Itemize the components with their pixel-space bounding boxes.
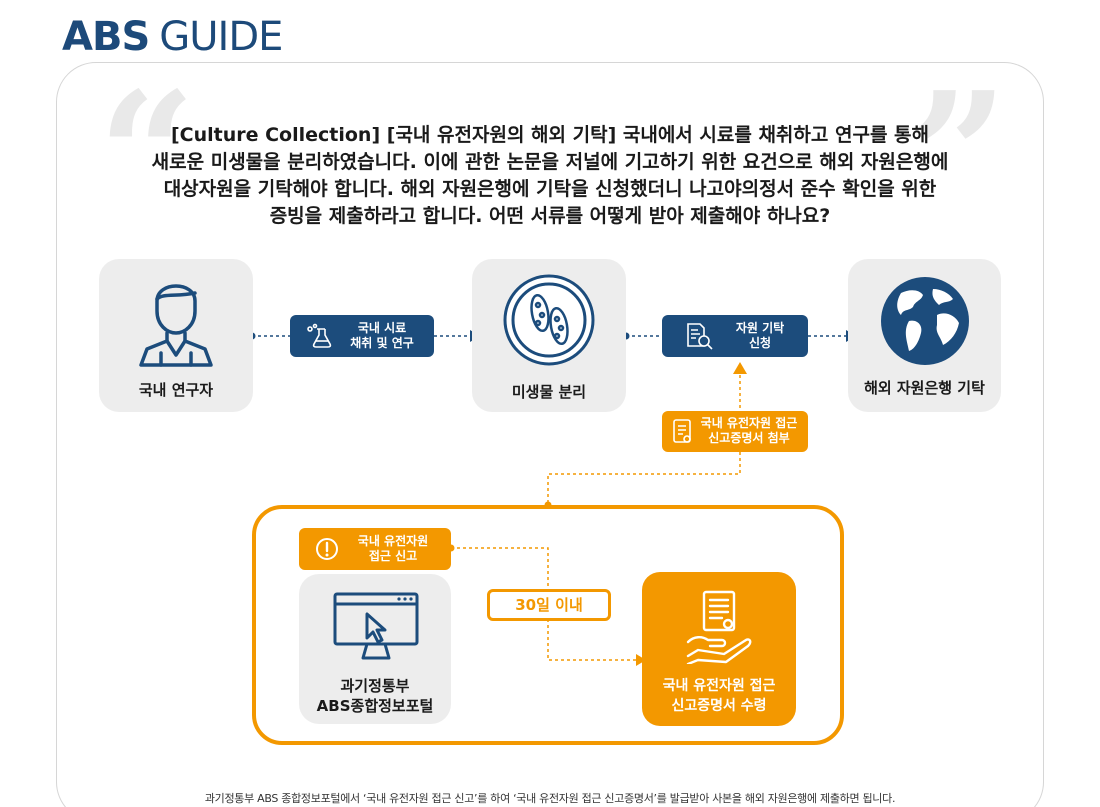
portal-box: 과기정통부 ABS종합정보포털 [299,574,451,724]
attach-certificate-step: 국내 유전자원 접근 신고증명서 첨부 [662,411,808,452]
computer-cursor-icon [333,592,419,660]
sampling-line: 국내 시료 [357,321,407,335]
researcher-icon [139,284,213,367]
footer-note: 과기정통부 ABS 종합정보포털에서 ‘국내 유전자원 접근 신고’를 하여 ‘… [204,792,896,805]
microbe-icon [503,274,595,366]
researcher-box: 국내 연구자 [99,259,253,412]
attach-line: 국내 유전자원 접근 [700,416,798,430]
flask-icon [307,323,332,348]
report-step: 국내 유전자원 접근 신고 [299,528,451,570]
deposit-step: 자원 기탁 신청 [662,315,808,357]
researcher-label: 국내 연구자 [138,381,214,399]
certificate-hand-icon [686,590,752,664]
sampling-step: 국내 시료 채취 및 연구 [290,315,434,357]
question-line: 대상자원을 기탁해야 합니다. 해외 자원은행에 기탁을 신청했더니 나고야의정… [163,178,937,200]
brand-label: ABS [62,14,150,60]
globe-icon [881,277,969,365]
deposit-line: 신청 [748,336,772,350]
header-title: GUIDE [159,14,283,60]
receipt-box: 국내 유전자원 접근 신고증명서 수령 [642,572,796,726]
alert-icon [316,538,338,560]
microbe-label: 미생물 분리 [511,383,587,401]
close-quote-icon: ” [910,55,1008,255]
receipt-line: 신고증명서 수령 [671,698,767,714]
certificate-icon [673,419,691,443]
microbe-box: 미생물 분리 [472,259,626,412]
portal-line: 과기정통부 [340,677,410,695]
guide-card [56,62,1044,807]
report-line: 접근 신고 [368,549,418,563]
deposit-line: 자원 기탁 [735,321,785,335]
question-line: 새로운 미생물을 분리하였습니다. 이에 관한 논문을 저널에 기고하기 위한 … [151,151,949,173]
process-frame [252,505,844,745]
overseas-box: 해외 자원은행 기탁 [848,259,1001,412]
within-days-badge: 30일 이내 [487,589,611,621]
portal-label: 과기정통부 ABS종합정보포털 [299,676,451,716]
question-line: 증빙을 제출하라고 합니다. 어떤 서류를 어떻게 받아 제출해야 하나요? [269,205,831,227]
attach-line: 신고증명서 첨부 [708,431,790,445]
question-text: [Culture Collection] [국내 유전자원의 해외 기탁] 국내… [100,122,1000,230]
receipt-line: 국내 유전자원 접근 [662,678,776,694]
report-line: 국내 유전자원 [357,534,429,548]
document-search-icon [687,323,713,350]
receipt-label: 국내 유전자원 접근 신고증명서 수령 [642,676,796,716]
open-quote-icon: “ [98,55,196,255]
portal-line: ABS종합정보포털 [316,697,434,715]
sampling-line: 채취 및 연구 [350,336,414,350]
overseas-label: 해외 자원은행 기탁 [864,379,985,397]
question-line: [Culture Collection] [국내 유전자원의 해외 기탁] 국내… [170,124,930,146]
